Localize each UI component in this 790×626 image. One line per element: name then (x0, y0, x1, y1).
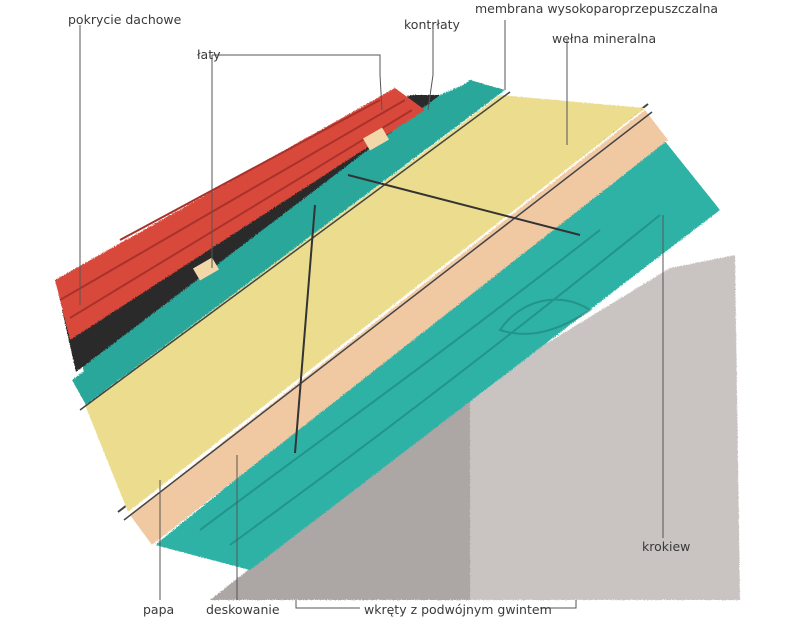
label-kontrlaty: kontrłaty (404, 17, 460, 32)
rafter (155, 135, 720, 570)
wall-shadow (470, 255, 740, 600)
label-papa: papa (143, 602, 175, 617)
membrane-edge (79, 91, 511, 411)
rafter-grain (199, 214, 661, 546)
dark-underlay (62, 95, 440, 372)
label-pokrycie-dachowe: pokrycie dachowe (68, 12, 182, 27)
boards (130, 110, 668, 545)
label-wkrety: wkręty z podwójnym gwintem (364, 602, 552, 617)
tile-rows (59, 99, 413, 319)
label-deskowanie: deskowanie (206, 602, 280, 617)
screw-2 (347, 174, 581, 236)
leader-lines (79, 20, 664, 609)
papa-line-2 (123, 111, 653, 521)
membrane (72, 80, 505, 405)
label-welna: wełna mineralna (552, 31, 657, 46)
screw-1 (294, 204, 316, 454)
mineral-wool (85, 95, 645, 512)
counter-battens (78, 82, 470, 375)
label-krokiew: krokiew (642, 539, 691, 554)
label-laty: łaty (197, 47, 221, 62)
batten-block-1 (192, 257, 220, 281)
batten-block-2 (362, 127, 390, 151)
label-membrana: membrana wysokoparoprzepuszczalna (475, 1, 719, 16)
